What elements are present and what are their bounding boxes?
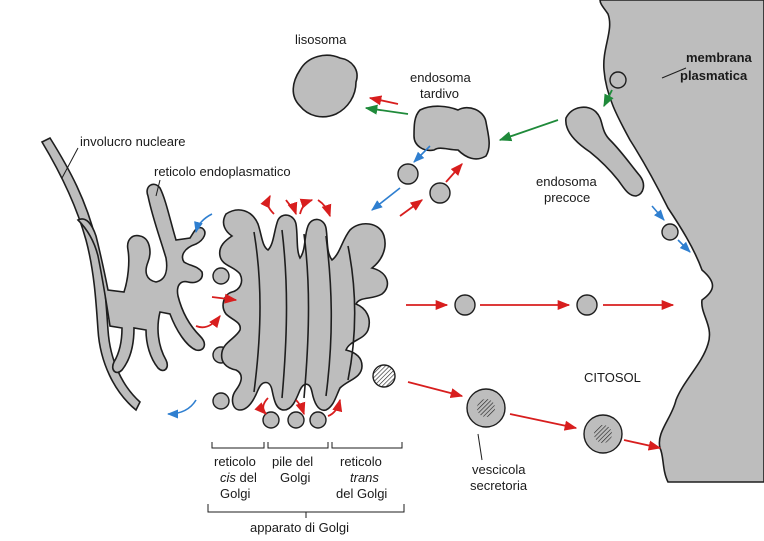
secretory-arrows (195, 95, 675, 451)
secretory-vesicles (466, 388, 623, 454)
golgi-brackets (207, 442, 405, 518)
endoplasmic-reticulum (76, 183, 206, 374)
label-reticolo-endoplasmatico: reticolo endoplasmatico (154, 164, 291, 179)
cis-golgi-vesicles (212, 267, 327, 429)
trans-golgi-granule (372, 364, 396, 388)
label-secretoria: secretoria (470, 478, 528, 493)
label-trans-italic: trans (350, 470, 379, 485)
label-trans-reticolo: reticolo (340, 454, 382, 469)
label-endosoma-precoce-1: endosoma (536, 174, 597, 189)
label-apparato-di-golgi: apparato di Golgi (250, 520, 349, 535)
label-cis-del-word: del (236, 470, 257, 485)
label-lisosoma: lisosoma (295, 32, 347, 47)
lysosome-arrows (364, 89, 614, 142)
golgi-stack (218, 209, 389, 412)
label-cis-del: cis del (220, 470, 257, 485)
early-endosome (565, 106, 645, 197)
label-cis-golgi: Golgi (220, 486, 250, 501)
leader-lines (61, 67, 687, 461)
nuclear-envelope (40, 136, 141, 412)
label-endosoma-precoce-2: precoce (544, 190, 590, 205)
golgi-cisternae (253, 229, 356, 399)
label-vescicola: vescicola (472, 462, 526, 477)
late-endosome (413, 105, 490, 160)
label-trans-del-golgi: del Golgi (336, 486, 387, 501)
lysosome (292, 54, 358, 118)
label-involucro-nucleare: involucro nucleare (80, 134, 186, 149)
retrograde-arrows (166, 145, 691, 419)
label-cis-italic: cis (220, 470, 236, 485)
label-citosol: CITOSOL (584, 370, 641, 385)
label-endosoma-tardivo-1: endosoma (410, 70, 471, 85)
label-pile-golgi: Golgi (280, 470, 310, 485)
label-endosoma-tardivo-2: tardivo (420, 86, 459, 101)
plasma-membrane (599, 0, 764, 483)
transport-vesicles (397, 71, 679, 316)
label-cis-reticolo: reticolo (214, 454, 256, 469)
label-pile-del: pile del (272, 454, 313, 469)
label-membrana-2: plasmatica (680, 68, 748, 83)
label-membrana-1: membrana (686, 50, 753, 65)
